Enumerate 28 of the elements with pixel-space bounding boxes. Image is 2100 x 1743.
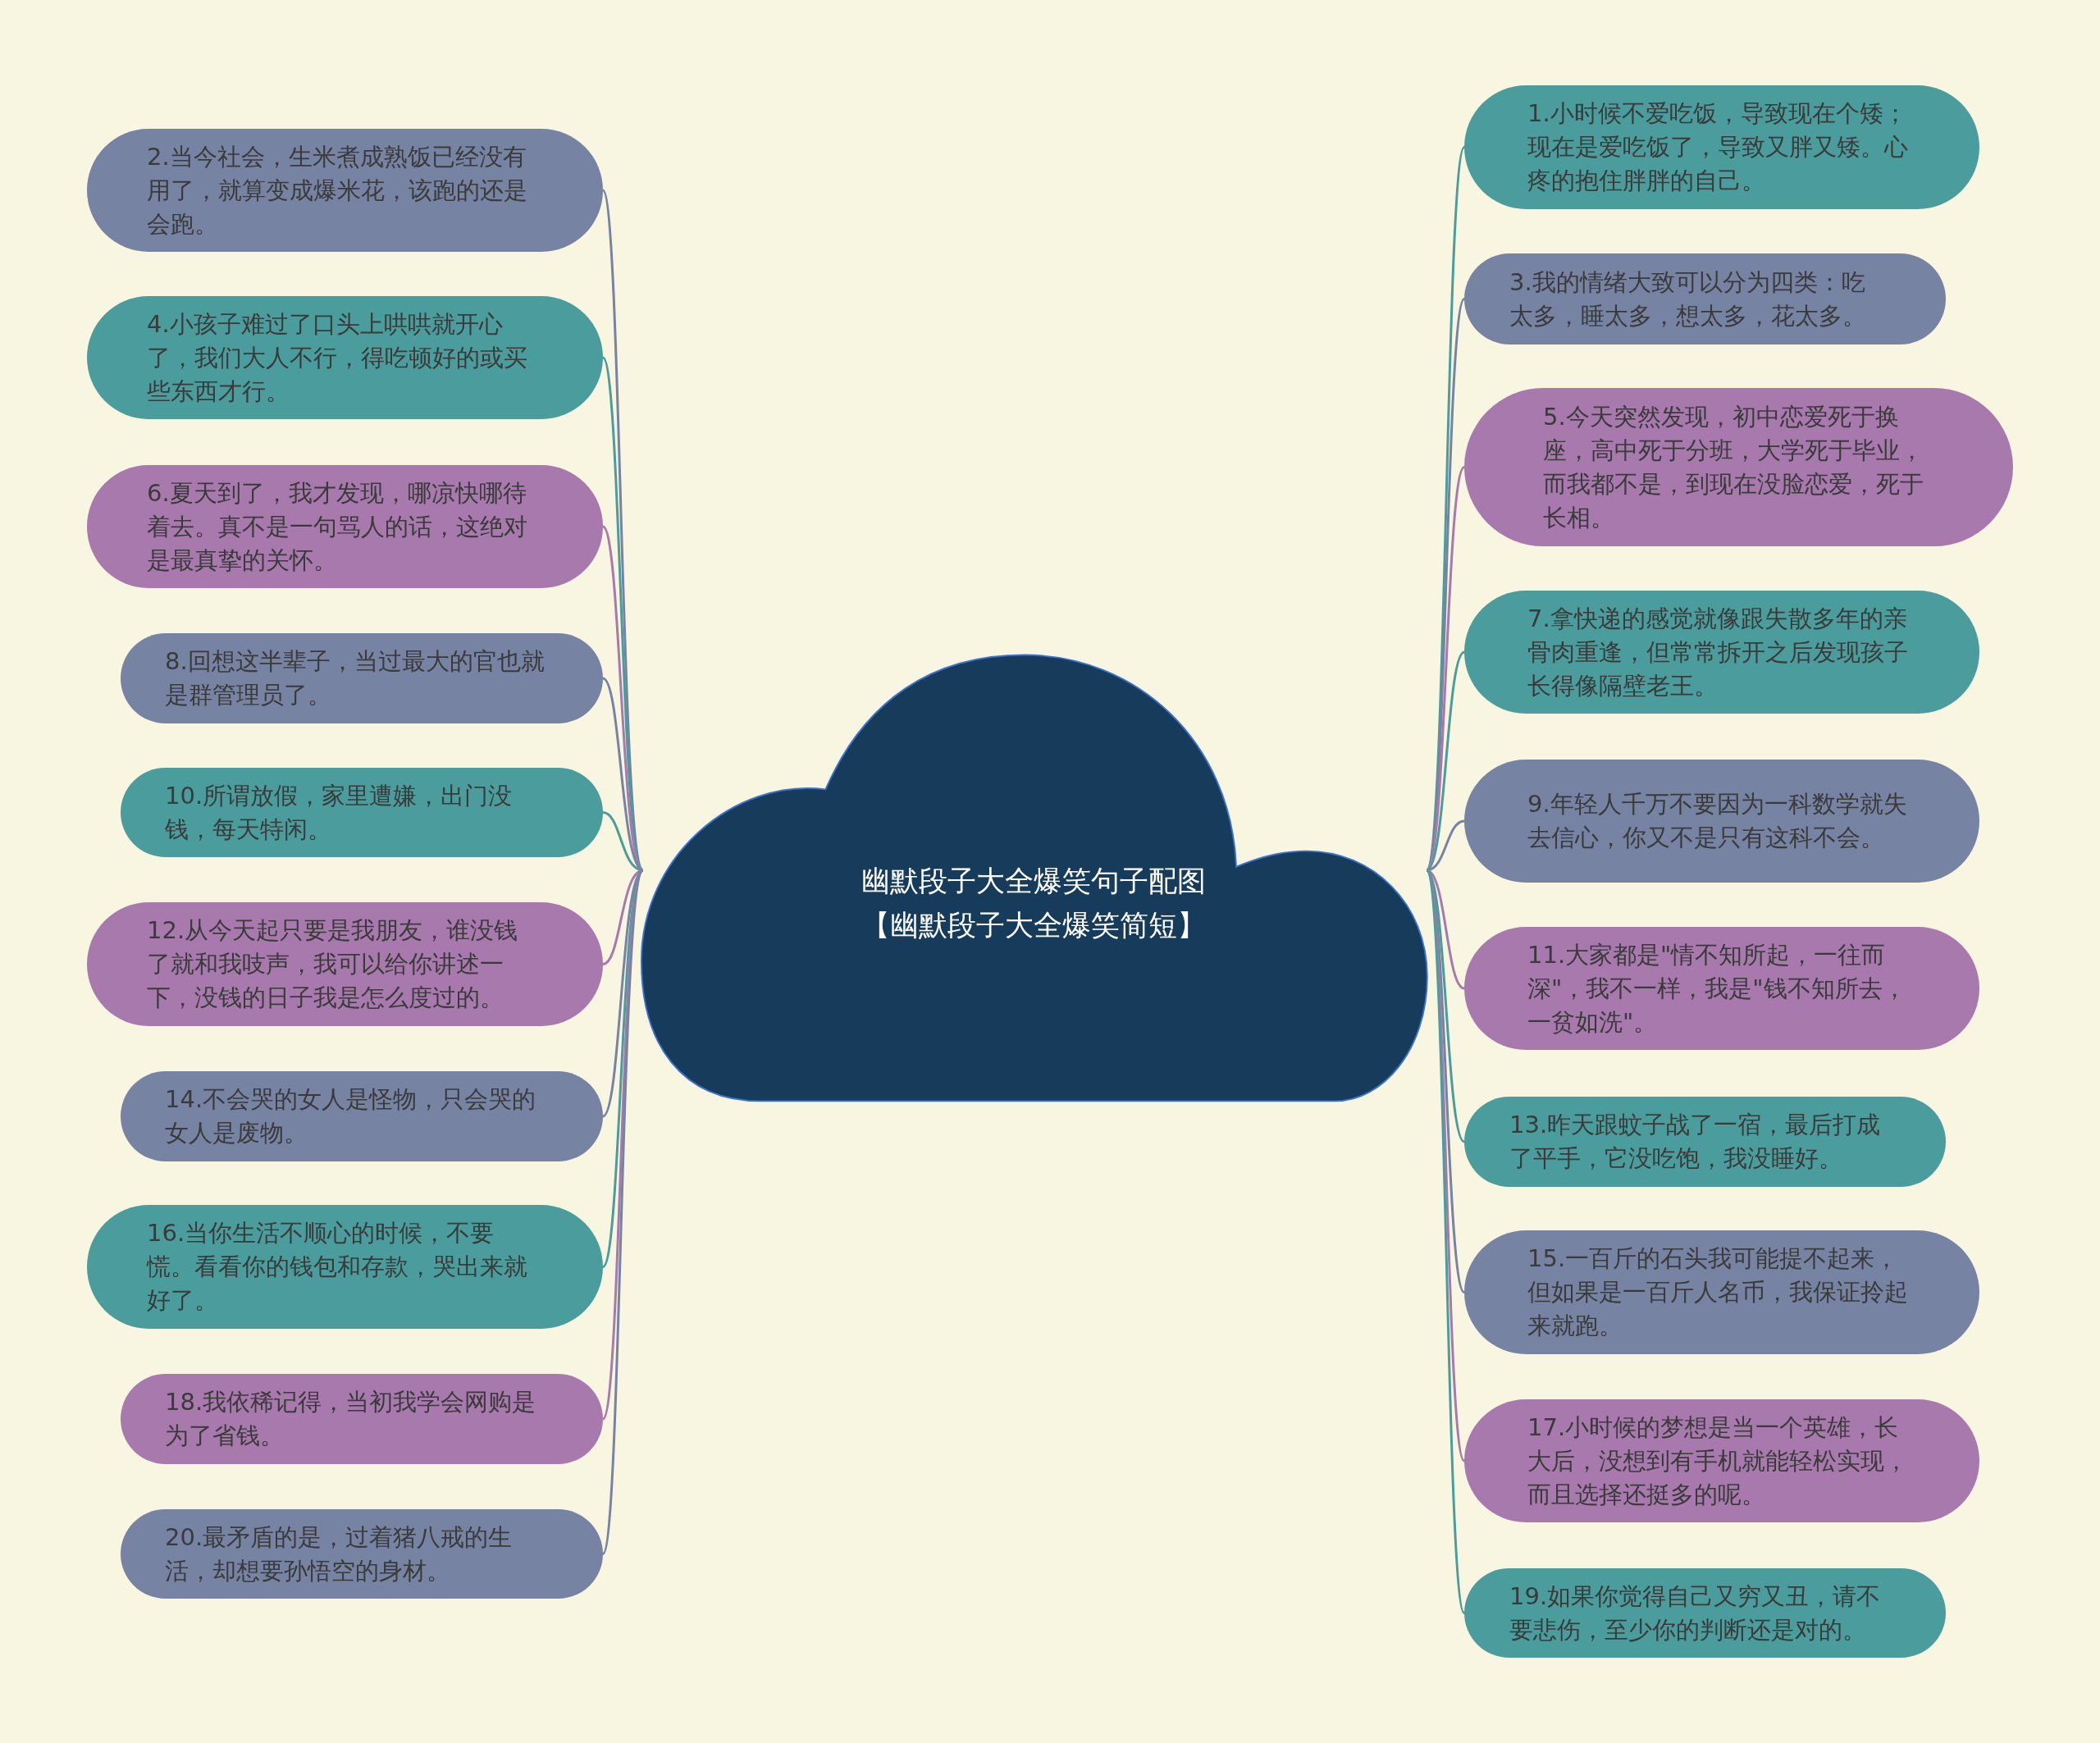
text-bubble: 15.一百斤的石头我可能提不起来，但如果是一百斤人名币，我保证拎起来就跑。 <box>1464 1230 1979 1354</box>
text-bubble: 9.年轻人千万不要因为一科数学就失去信心，你又不是只有这科不会。 <box>1464 760 1979 883</box>
connector-line <box>1425 869 1466 1613</box>
text-bubble: 14.不会哭的女人是怪物，只会哭的女人是废物。 <box>121 1071 603 1161</box>
text-bubble: 1.小时候不爱吃饭，导致现在个矮；现在是爱吃饭了，导致又胖又矮。心疼的抱住胖胖的自己。 <box>1464 85 1979 209</box>
text-bubble: 2.当今社会，生米煮成熟饭已经没有用了，就算变成爆米花，该跑的还是会跑。 <box>87 129 603 252</box>
title-text: 幽默段子大全爆笑句子配图【幽默段子大全爆笑简短】 <box>861 864 1206 943</box>
text-bubble: 6.夏天到了，我才发现，哪凉快哪待着去。真不是一句骂人的话，这绝对是最真挚的关怀。 <box>87 465 603 588</box>
text-bubble: 17.小时候的梦想是当一个英雄，长大后，没想到有手机就能轻松实现，而且选择还挺多的呢。 <box>1464 1399 1979 1522</box>
connector-line <box>602 811 644 872</box>
connector-line <box>1426 869 1465 990</box>
text-bubble: 13.昨天跟蚊子战了一宿，最后打成了平手，它没吃饱，我没睡好。 <box>1464 1097 1946 1187</box>
connector-line <box>601 869 645 1554</box>
connector-line <box>1426 819 1465 872</box>
text-bubble: 10.所谓放假，家里遭嫌，出门没钱，每天特闲。 <box>121 768 603 857</box>
text-bubble: 3.我的情绪大致可以分为四类：吃太多，睡太多，想太多，花太多。 <box>1464 253 1946 344</box>
connector-line <box>1425 466 1466 871</box>
text-bubble: 5.今天突然发现，初中恋爱死于换座，高中死于分班，大学死于毕业，而我都不是，到现在没脸恋爱，死于长相。 <box>1464 388 2013 546</box>
text-bubble: 20.最矛盾的是，过着猪八戒的生活，却想要孙悟空的身材。 <box>121 1509 603 1599</box>
text-bubble: 12.从今天起只要是我朋友，谁没钱了就和我吱声，我可以给你讲述一下，没钱的日子我是怎么度过的。 <box>87 902 603 1026</box>
text-bubble: 18.我依稀记得，当初我学会网购是为了省钱。 <box>121 1374 603 1464</box>
text-bubble: 7.拿快递的感觉就像跟失散多年的亲骨肉重逢，但常常拆开之后发现孩子长得像隔壁老王。 <box>1464 591 1979 714</box>
text-bubble: 11.大家都是"情不知所起，一往而深"，我不一样，我是"钱不知所去，一贫如洗"。 <box>1464 927 1979 1050</box>
text-bubble: 19.如果你觉得自己又穷又丑，请不要悲伤，至少你的判断还是对的。 <box>1464 1568 1946 1658</box>
text-bubble: 4.小孩子难过了口头上哄哄就开心了，我们大人不行，得吃顿好的或买些东西才行。 <box>87 296 603 419</box>
connector-line <box>601 189 645 871</box>
text-bubble: 8.回想这半辈子，当过最大的官也就是群管理员了。 <box>121 633 603 723</box>
text-bubble: 16.当你生活不顺心的时候，不要慌。看看你的钱包和存款，哭出来就好了。 <box>87 1205 603 1329</box>
